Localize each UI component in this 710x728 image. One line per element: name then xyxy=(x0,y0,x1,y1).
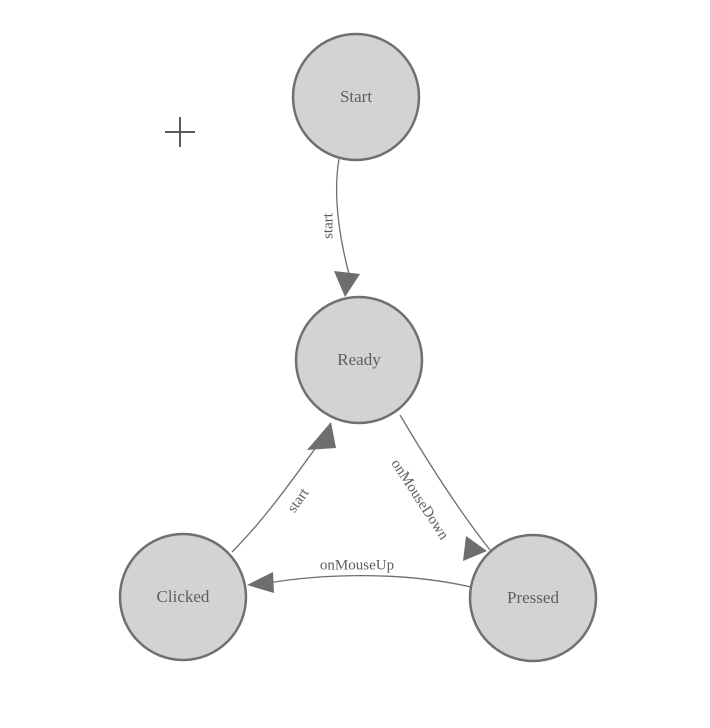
edge-clicked-to-ready[interactable]: start xyxy=(231,422,336,553)
edge-start-to-ready[interactable]: start xyxy=(320,158,360,297)
node-label-pressed: Pressed xyxy=(507,588,559,607)
crosshair-icon xyxy=(165,117,195,147)
edge-arrowhead-pressed-to-clicked xyxy=(247,572,274,593)
edge-label-start-to-ready: start xyxy=(320,212,336,239)
edge-label-ready-to-pressed: onMouseDown xyxy=(388,457,452,544)
edge-path-ready-to-pressed xyxy=(399,414,491,551)
node-ready[interactable]: Ready xyxy=(294,295,424,425)
node-pressed[interactable]: Pressed xyxy=(468,533,598,663)
node-label-clicked: Clicked xyxy=(157,587,210,606)
node-circle-pressed[interactable] xyxy=(468,533,598,663)
edge-path-pressed-to-clicked xyxy=(267,574,472,588)
edge-path-start-to-ready xyxy=(335,158,351,279)
node-clicked[interactable]: Clicked xyxy=(118,532,248,662)
edge-ready-to-pressed[interactable]: onMouseDown xyxy=(388,414,491,561)
node-label-ready: Ready xyxy=(337,350,381,369)
edge-arrowhead-clicked-to-ready xyxy=(307,422,336,450)
edge-path-clicked-to-ready xyxy=(231,434,326,553)
node-start[interactable]: Start xyxy=(291,32,421,162)
node-circle-start[interactable] xyxy=(291,32,421,162)
edge-label-pressed-to-clicked: onMouseUp xyxy=(320,557,394,573)
edge-label-clicked-to-ready: start xyxy=(285,485,313,516)
edge-arrowhead-ready-to-pressed xyxy=(463,536,487,561)
edge-arrowhead-start-to-ready xyxy=(334,271,360,297)
node-circle-clicked[interactable] xyxy=(118,532,248,662)
node-label-start: Start xyxy=(340,87,372,106)
node-circle-ready[interactable] xyxy=(294,295,424,425)
edge-pressed-to-clicked[interactable]: onMouseUp xyxy=(247,557,472,593)
